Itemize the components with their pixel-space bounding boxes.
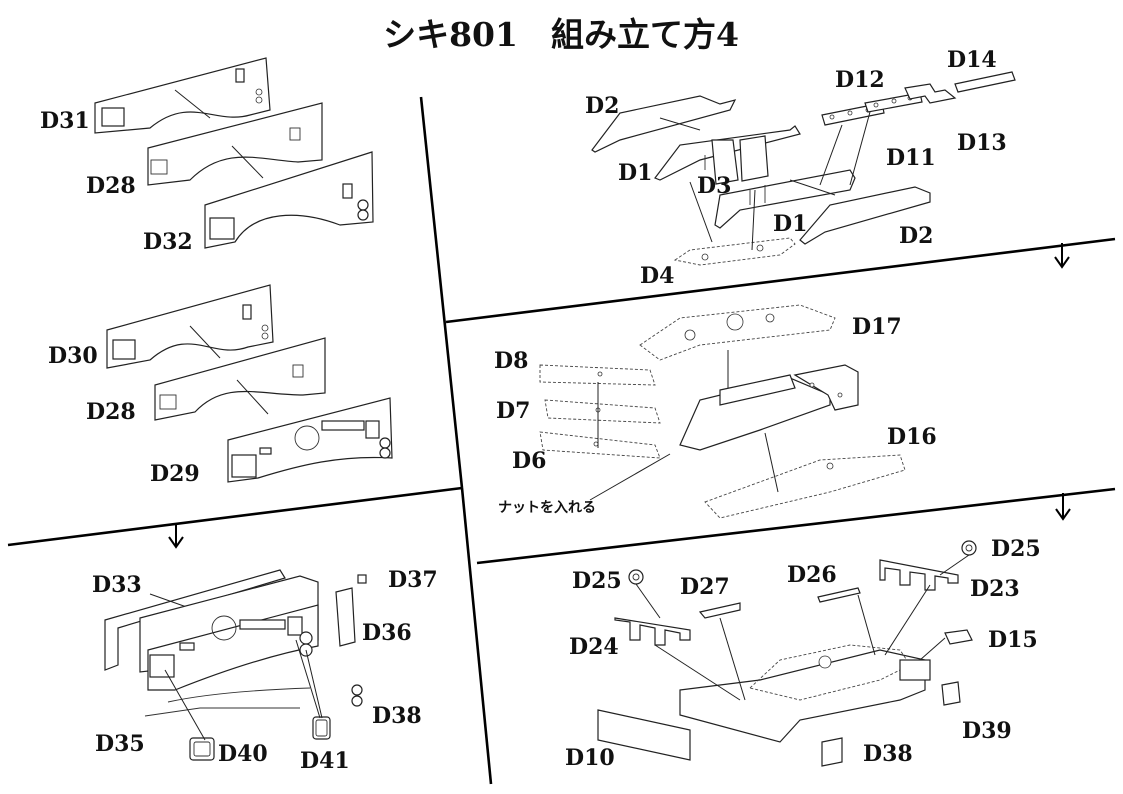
label-d17: D17 — [852, 314, 902, 340]
part-d27 — [698, 602, 741, 619]
label-d4: D4 — [640, 263, 674, 289]
label-d33: D33 — [92, 572, 142, 598]
plate-d13 — [904, 83, 957, 104]
label-d10: D10 — [565, 745, 615, 771]
wheel-d25-right — [961, 540, 977, 556]
label-d14: D14 — [947, 47, 997, 73]
label-d13: D13 — [957, 130, 1007, 156]
label-d29: D29 — [150, 461, 200, 487]
strip-d10 — [597, 709, 691, 761]
label-d7: D7 — [496, 398, 530, 424]
side-panel-d29 — [227, 397, 393, 483]
part-d3 — [711, 135, 769, 185]
page-title: シキ801 組み立て方4 — [383, 15, 739, 54]
part-d37 — [357, 574, 367, 584]
plate-d39 — [941, 681, 961, 706]
plate-d8 — [539, 364, 656, 386]
label-d38: D38 — [372, 703, 422, 729]
label-d31: D31 — [40, 108, 90, 134]
part-d40 — [189, 737, 215, 761]
floor-d4 — [673, 237, 796, 266]
label-d27: D27 — [680, 574, 730, 600]
label-d37: D37 — [388, 567, 438, 593]
label-d30: D30 — [48, 343, 98, 369]
plate-d7 — [544, 399, 661, 424]
plate-d12 — [864, 92, 923, 113]
label-d12: D12 — [835, 67, 885, 93]
side-panel-d28 — [147, 102, 323, 186]
panel-d2-top — [591, 95, 737, 153]
part-d41 — [312, 716, 331, 740]
plate-d15 — [944, 629, 973, 645]
label-d15: D15 — [988, 627, 1038, 653]
label-d41: D41 — [300, 748, 350, 774]
bracket-d23 — [879, 559, 959, 591]
label-d39: D39 — [962, 718, 1012, 744]
label-d25: D25 — [572, 568, 622, 594]
panel-d2-bottom — [799, 186, 931, 245]
top-plate-d17 — [639, 304, 836, 361]
label-d1-second: D1 — [773, 211, 807, 237]
side-panel-d28-second — [154, 337, 326, 421]
label-d35: D35 — [95, 731, 145, 757]
label-d28: D28 — [86, 173, 136, 199]
plate-d38-large — [821, 737, 843, 767]
bracket-d24 — [614, 617, 691, 646]
part-d26 — [817, 587, 861, 603]
label-d36: D36 — [362, 620, 412, 646]
part-d36 — [335, 587, 356, 647]
wheel-d25-left — [628, 569, 644, 585]
label-d3: D3 — [697, 173, 731, 199]
label-d8: D8 — [494, 348, 528, 374]
label-d40: D40 — [218, 741, 268, 767]
down-arrow-icon — [1055, 493, 1071, 521]
side-assembly — [139, 575, 319, 717]
note-insert-nut: ナットを入れる — [498, 500, 596, 516]
plate-d6 — [539, 431, 661, 459]
final-body — [679, 644, 931, 743]
down-arrow-icon — [168, 523, 184, 549]
part-d38-small — [351, 684, 363, 707]
side-panel-d32 — [204, 151, 374, 249]
label-d26: D26 — [787, 562, 837, 588]
label-d16: D16 — [887, 424, 937, 450]
label-d11: D11 — [886, 145, 936, 171]
label-d28-second: D28 — [86, 399, 136, 425]
label-d6: D6 — [512, 448, 546, 474]
label-d1: D1 — [618, 160, 652, 186]
plate-d14 — [954, 71, 1016, 93]
bottom-plate-d16 — [704, 454, 906, 519]
body-frame — [679, 364, 859, 451]
label-d25-second: D25 — [991, 536, 1041, 562]
label-d2: D2 — [585, 93, 619, 119]
label-d32: D32 — [143, 229, 193, 255]
down-arrow-icon — [1054, 243, 1070, 269]
label-d38-second: D38 — [863, 741, 913, 767]
panel-dividers — [7, 96, 1116, 785]
label-d24: D24 — [569, 634, 619, 660]
label-d2-second: D2 — [899, 223, 933, 249]
label-d23: D23 — [970, 576, 1020, 602]
